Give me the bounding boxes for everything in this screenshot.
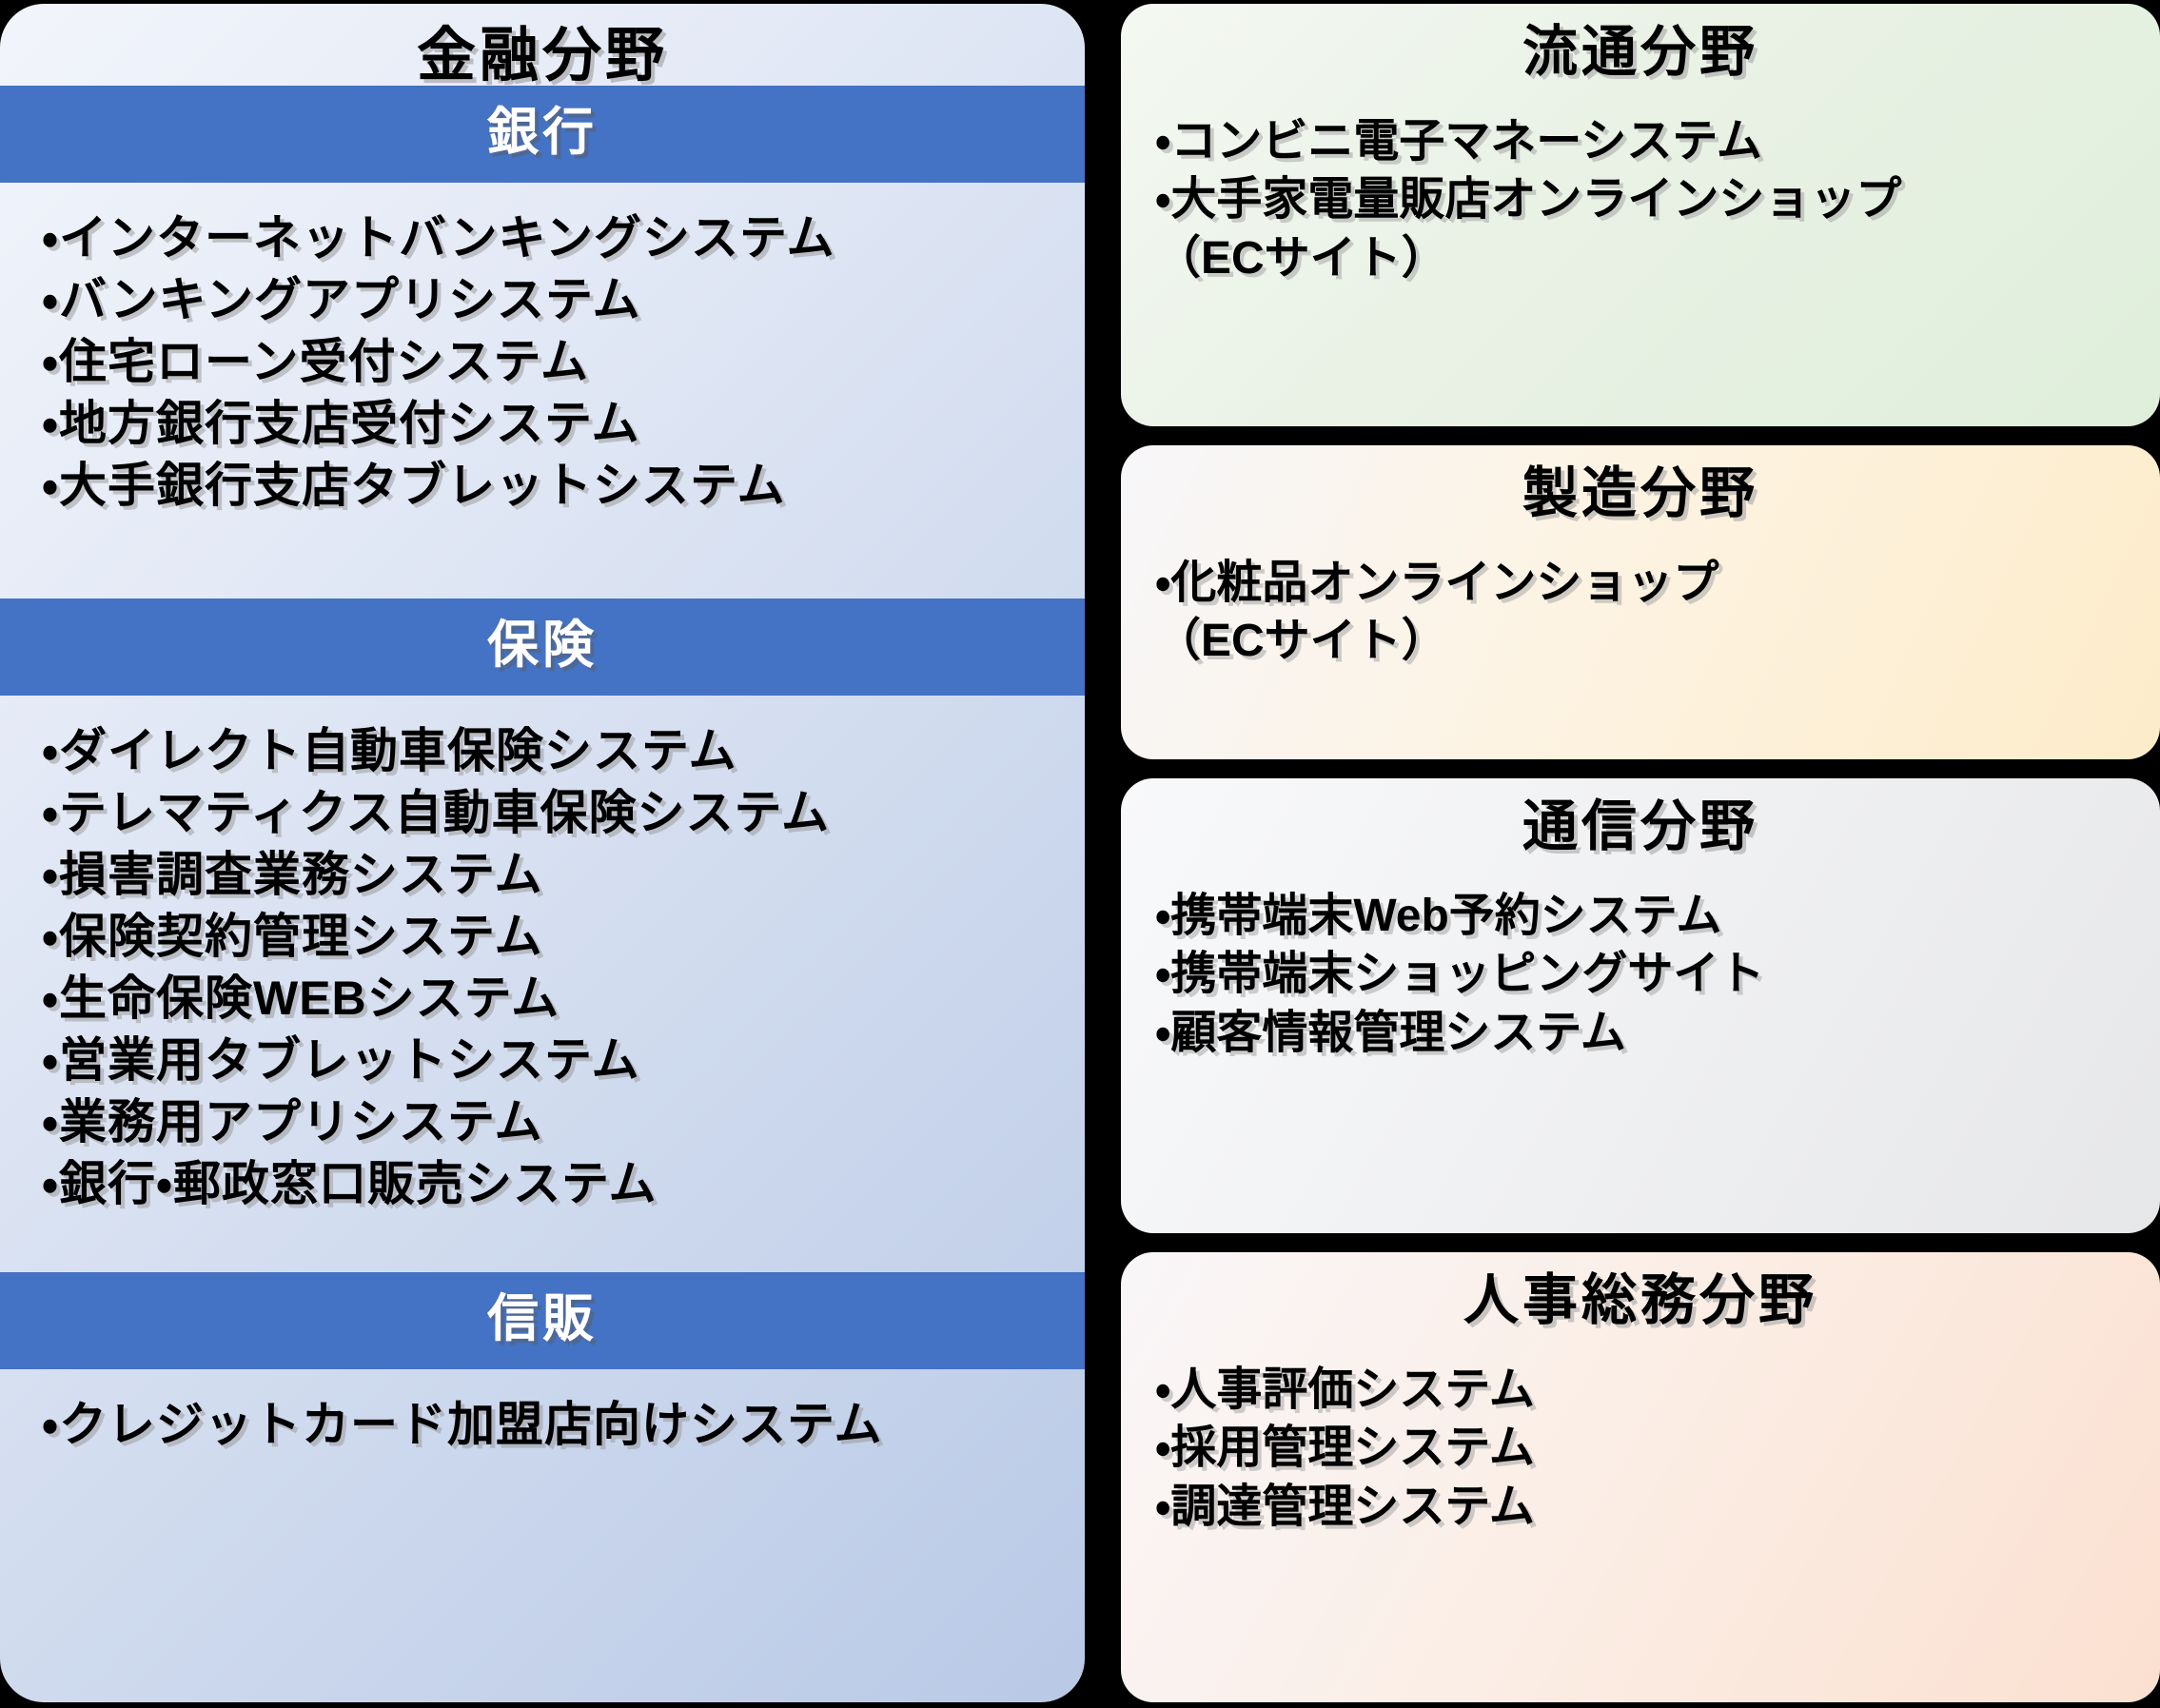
section-band-insurance: 保険: [0, 599, 1085, 696]
list-item: クレジットカード加盟店向けシステム: [42, 1394, 1085, 1456]
list-item: テレマティクス自動車保険システム: [42, 782, 1085, 844]
list-item: インターネットバンキングシステム: [42, 207, 1085, 269]
list-item-continuation: （ECサイト）: [1155, 232, 1447, 284]
hr-card-title: 人事総務分野: [1463, 1269, 1817, 1331]
credit-system-list: クレジットカード加盟店向けシステム: [0, 1369, 1085, 1465]
list-item: 調達管理システム: [1155, 1478, 2160, 1536]
telecom-card-title: 通信分野: [1522, 795, 1758, 857]
list-item: 住宅ローン受付システム: [42, 331, 1085, 393]
hr-system-list: 人事評価システム 採用管理システム 調達管理システム: [1121, 1328, 2160, 1536]
list-item: 地方銀行支店受付システム: [42, 393, 1085, 455]
insurance-system-list: ダイレクト自動車保険システム テレマティクス自動車保険システム 損害調査業務シス…: [0, 696, 1085, 1225]
finance-panel-title: 金融分野: [416, 23, 668, 88]
list-item: 銀行・郵政窓口販売システム: [42, 1153, 1085, 1215]
list-item: コンビニ電子マネーシステム: [1155, 112, 2160, 170]
list-item: 損害調査業務システム: [42, 844, 1085, 906]
list-item: 営業用タブレットシステム: [42, 1030, 1085, 1091]
list-item: 採用管理システム: [1155, 1419, 2160, 1477]
distribution-card-title: 流通分野: [1522, 21, 1758, 83]
distribution-card: 流通分野 コンビニ電子マネーシステム 大手家電量販店オンラインショップ （ECサ…: [1121, 4, 2160, 426]
telecom-system-list: 携帯端末Web予約システム 携帯端末ショッピングサイト 顧客情報管理システム: [1121, 854, 2160, 1062]
list-item: 携帯端末ショッピングサイト: [1155, 945, 2160, 1003]
bank-section-spacer: [0, 526, 1085, 599]
list-item: 大手家電量販店オンラインショップ: [1155, 170, 2160, 228]
telecom-card: 通信分野 携帯端末Web予約システム 携帯端末ショッピングサイト 顧客情報管理シ…: [1121, 778, 2160, 1233]
hr-card: 人事総務分野 人事評価システム 採用管理システム 調達管理システム: [1121, 1252, 2160, 1702]
finance-panel: 金融分野 銀行 インターネットバンキングシステム バンキングアプリシステム 住宅…: [0, 4, 1085, 1702]
list-item: 化粧品オンラインショップ: [1155, 554, 2160, 612]
section-band-credit: 信販: [0, 1272, 1085, 1369]
manufacturing-system-list: 化粧品オンラインショップ （ECサイト）: [1121, 521, 2160, 671]
manufacturing-card: 製造分野 化粧品オンラインショップ （ECサイト）: [1121, 445, 2160, 759]
distribution-system-list: コンビニ電子マネーシステム 大手家電量販店オンラインショップ （ECサイト）: [1121, 80, 2160, 287]
list-item-continuation: （ECサイト）: [1155, 616, 1447, 667]
manufacturing-card-title: 製造分野: [1522, 462, 1758, 524]
list-item: 顧客情報管理システム: [1155, 1004, 2160, 1062]
section-band-bank: 銀行: [0, 86, 1085, 183]
list-item: 生命保険WEBシステム: [42, 968, 1085, 1030]
list-item: 人事評価システム: [1155, 1361, 2160, 1419]
list-item: ダイレクト自動車保険システム: [42, 720, 1085, 782]
bank-system-list: インターネットバンキングシステム バンキングアプリシステム 住宅ローン受付システ…: [0, 183, 1085, 526]
list-item: 業務用アプリシステム: [42, 1091, 1085, 1153]
list-item: 保険契約管理システム: [42, 906, 1085, 968]
list-item: 携帯端末Web予約システム: [1155, 887, 2160, 945]
insurance-section-spacer: [0, 1225, 1085, 1272]
list-item: バンキングアプリシステム: [42, 269, 1085, 331]
list-item: 大手銀行支店タブレットシステム: [42, 455, 1085, 517]
